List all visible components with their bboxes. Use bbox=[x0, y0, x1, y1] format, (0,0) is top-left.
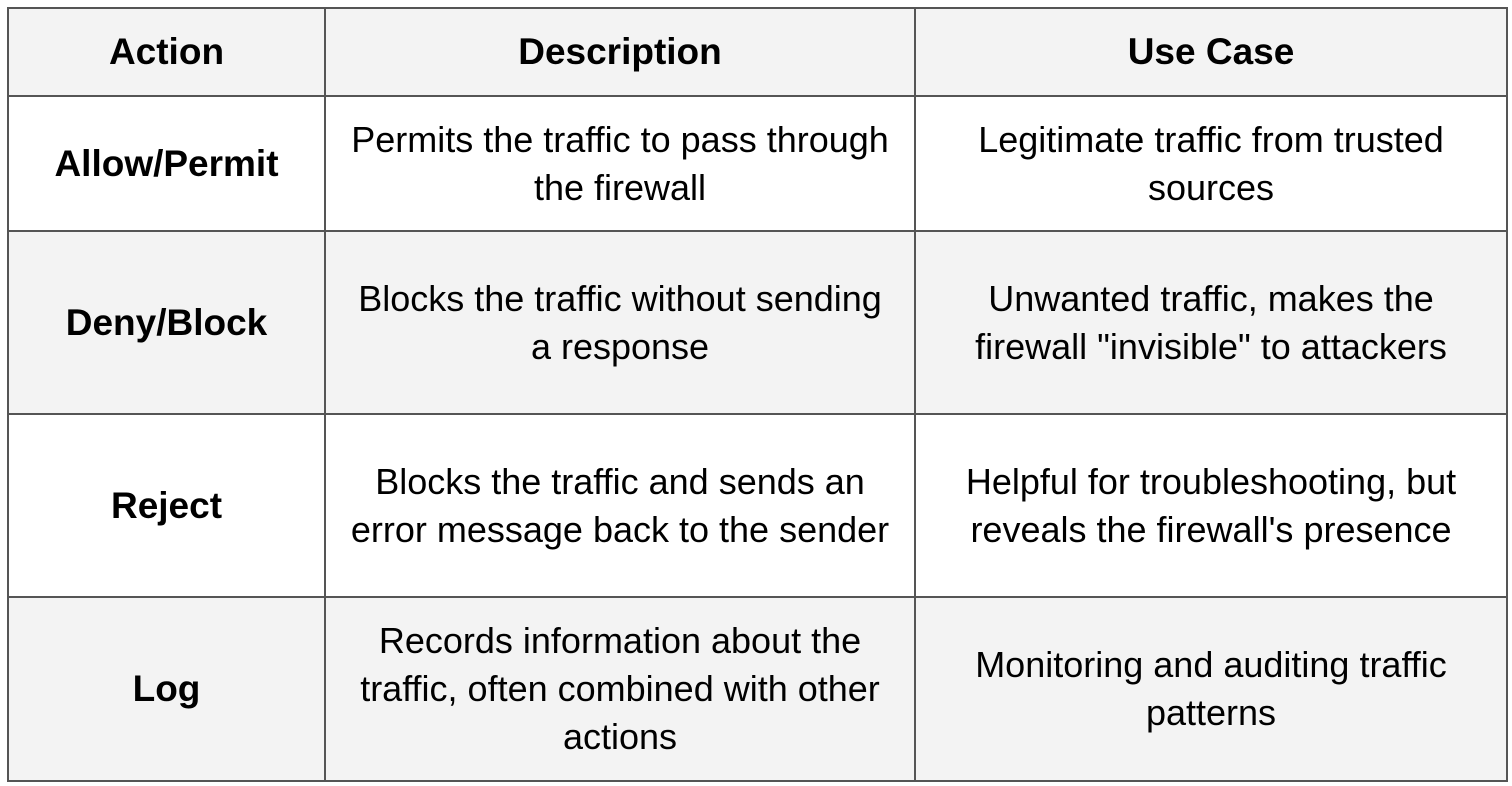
description-cell: Records information about the traffic, o… bbox=[324, 596, 916, 782]
description-cell: Permits the traffic to pass through the … bbox=[324, 95, 916, 232]
action-cell: Deny/Block bbox=[7, 230, 326, 415]
header-use-case: Use Case bbox=[914, 7, 1508, 97]
description-cell: Blocks the traffic and sends an error me… bbox=[324, 413, 916, 598]
action-cell: Allow/Permit bbox=[7, 95, 326, 232]
table-row: Log Records information about the traffi… bbox=[7, 596, 1508, 782]
action-cell: Log bbox=[7, 596, 326, 782]
use-case-cell: Legitimate traffic from trusted sources bbox=[914, 95, 1508, 232]
table-header-row: Action Description Use Case bbox=[7, 7, 1508, 97]
table-row: Reject Blocks the traffic and sends an e… bbox=[7, 413, 1508, 598]
action-cell: Reject bbox=[7, 413, 326, 598]
description-cell: Blocks the traffic without sending a res… bbox=[324, 230, 916, 415]
table-row: Allow/Permit Permits the traffic to pass… bbox=[7, 95, 1508, 232]
table-row: Deny/Block Blocks the traffic without se… bbox=[7, 230, 1508, 415]
header-description: Description bbox=[324, 7, 916, 97]
use-case-cell: Monitoring and auditing traffic patterns bbox=[914, 596, 1508, 782]
firewall-actions-table: Action Description Use Case Allow/Permit… bbox=[7, 7, 1508, 782]
use-case-cell: Helpful for troubleshooting, but reveals… bbox=[914, 413, 1508, 598]
header-action: Action bbox=[7, 7, 326, 97]
use-case-cell: Unwanted traffic, makes the firewall "in… bbox=[914, 230, 1508, 415]
